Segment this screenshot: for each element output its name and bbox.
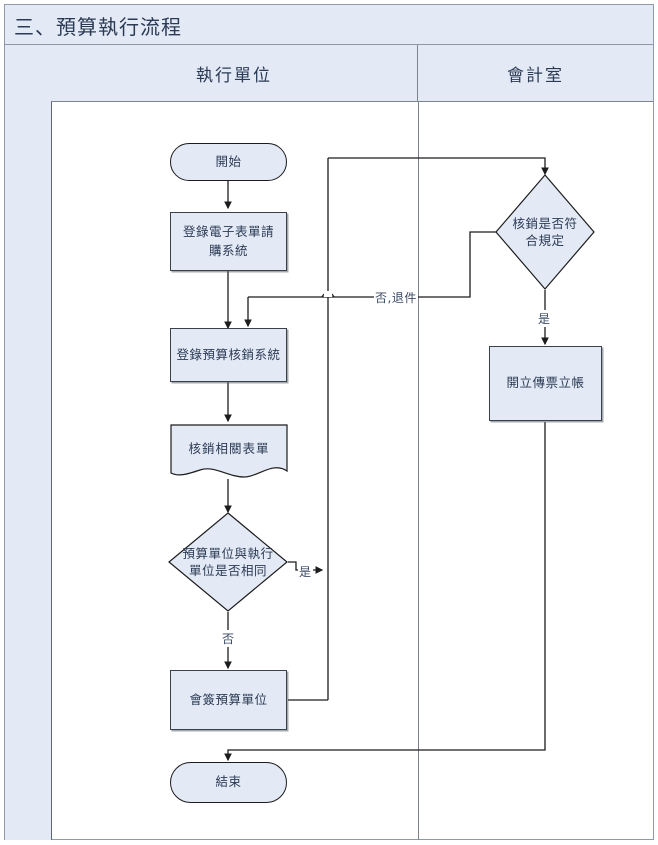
page-title: 三、預算執行流程 <box>14 15 182 39</box>
node-voucher[interactable]: 開立傳票立帳 <box>489 346 602 421</box>
node-start[interactable]: 開始 <box>170 143 287 181</box>
lane-header-exec-label: 執行單位 <box>196 65 272 86</box>
edge-label-yes-compliant: 是 <box>537 310 552 327</box>
node-compliant[interactable]: 核銷是否符合規定 <box>495 174 595 290</box>
edge-riser-compliant <box>328 157 549 176</box>
node-compliant-label: 核銷是否符合規定 <box>512 215 578 249</box>
node-same-unit-label: 預算單位與執行單位是否相同 <box>182 545 274 579</box>
line-hop-mask <box>324 291 332 297</box>
node-voucher-label: 開立傳票立帳 <box>506 375 585 391</box>
node-budget-system-label: 登錄預算核銷系統 <box>176 346 281 362</box>
node-start-label: 開始 <box>215 153 242 169</box>
node-same-unit[interactable]: 預算單位與執行單位是否相同 <box>168 512 288 612</box>
left-spine-column <box>5 45 52 840</box>
edge-voucher-end-v <box>224 749 236 762</box>
node-end[interactable]: 結束 <box>170 762 287 803</box>
node-eform[interactable]: 登錄電子表單請購系統 <box>170 212 287 271</box>
edge-label-reject: 否,退件 <box>374 289 418 306</box>
lane-divider <box>418 102 419 840</box>
lane-header-exec: 執行單位 <box>51 45 418 102</box>
node-cosign[interactable]: 會簽預算單位 <box>170 670 287 730</box>
edge-voucher-end-h <box>236 422 546 751</box>
lane-header-accounting: 會計室 <box>418 45 653 102</box>
edge-label-yes-same-unit: 是 <box>298 563 313 580</box>
node-cosign-label: 會簽預算單位 <box>189 691 268 707</box>
node-eform-label: 登錄電子表單請購系統 <box>182 224 274 258</box>
edge-compliant-reject-h <box>248 231 497 298</box>
node-forms[interactable]: 核銷相關表單 <box>170 424 288 482</box>
node-end-label: 結束 <box>215 774 242 790</box>
edge-label-no-same-unit: 否 <box>221 630 236 647</box>
node-budget-system[interactable]: 登錄預算核銷系統 <box>170 328 287 382</box>
lane-header-accounting-label: 會計室 <box>507 65 564 86</box>
title-bar <box>4 4 654 45</box>
node-forms-label: 核銷相關表單 <box>188 440 270 456</box>
